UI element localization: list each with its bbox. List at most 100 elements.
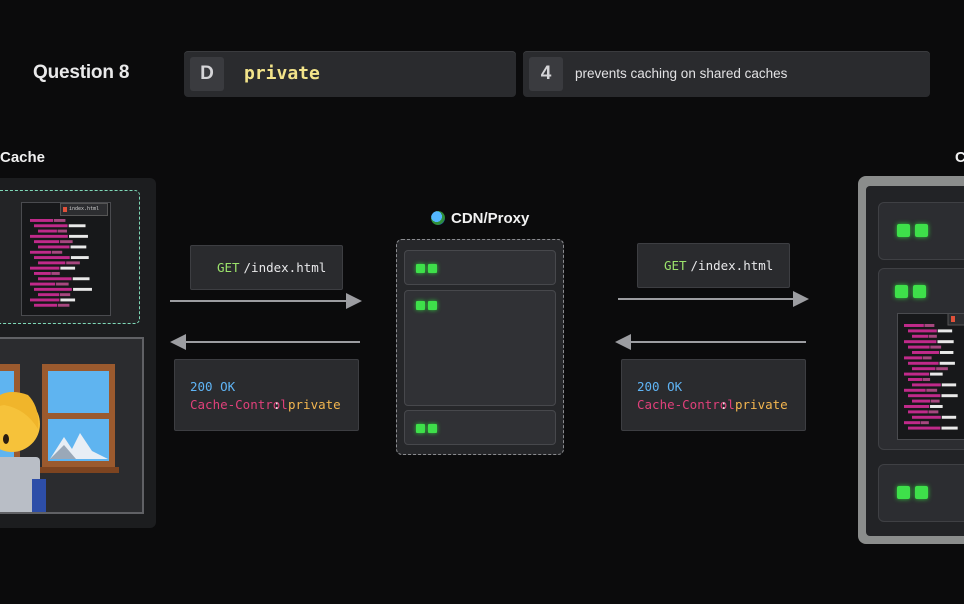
response-header-sep: :	[273, 397, 289, 412]
code-line	[34, 224, 68, 228]
code-line	[904, 421, 921, 425]
code-token	[72, 277, 90, 281]
answer-option[interactable]: D private	[184, 51, 516, 97]
server-slot	[878, 202, 964, 260]
request-path: /index.html	[683, 258, 774, 273]
code-line	[34, 240, 60, 244]
code-line	[908, 394, 941, 398]
code-token	[928, 334, 937, 338]
match-option[interactable]: 4 prevents caching on shared caches	[523, 51, 930, 97]
code-lines-illustration	[904, 312, 964, 430]
request-path: /index.html	[236, 260, 327, 275]
response-header-name: Cache-Control	[637, 397, 735, 412]
question-label: Question 8	[33, 62, 130, 83]
status-led	[915, 224, 928, 237]
status-led	[915, 486, 928, 499]
code-token	[926, 388, 938, 392]
code-token	[60, 298, 76, 302]
code-token	[939, 361, 955, 365]
code-line	[908, 410, 928, 414]
code-token	[56, 282, 69, 286]
answer-key: D	[190, 57, 224, 91]
code-line	[912, 383, 941, 387]
code-line	[38, 229, 57, 233]
cdn-title: CDN/Proxy	[451, 210, 530, 227]
code-token	[60, 266, 76, 270]
response-header-name: Cache-Control	[190, 397, 288, 412]
code-token	[59, 293, 71, 297]
status-led	[416, 424, 425, 433]
code-token	[937, 340, 954, 344]
code-token	[941, 426, 958, 430]
request-method: GET	[217, 260, 240, 275]
code-token	[930, 372, 943, 376]
response-status: 200 OK	[190, 379, 236, 394]
code-token	[60, 240, 73, 244]
cdn-slot	[404, 410, 556, 445]
response-box-right: 200 OK Cache-Control : private	[621, 359, 806, 431]
status-led	[895, 285, 908, 298]
code-token	[70, 256, 89, 260]
status-led	[416, 301, 425, 310]
code-token	[70, 245, 87, 249]
status-led	[428, 424, 437, 433]
code-token	[920, 421, 929, 425]
cdn-cache-slot	[404, 290, 556, 406]
code-line	[904, 356, 922, 360]
code-line	[30, 282, 56, 286]
code-token	[57, 229, 67, 233]
answer-value: private	[244, 63, 320, 84]
request-box-left: GET /index.html	[190, 245, 343, 290]
code-line	[912, 415, 941, 419]
code-line	[908, 378, 923, 381]
code-token	[941, 383, 957, 387]
code-line	[912, 351, 939, 354]
response-box-left: 200 OK Cache-Control : private	[174, 359, 359, 431]
status-led	[897, 224, 910, 237]
code-token	[51, 250, 63, 254]
code-token	[930, 345, 942, 349]
code-line	[912, 367, 936, 371]
code-line	[30, 298, 60, 302]
code-line	[904, 340, 937, 344]
request-box-right: GET /index.html	[637, 243, 790, 288]
code-token	[69, 234, 88, 238]
code-line	[30, 266, 60, 270]
cached-document	[21, 202, 111, 316]
code-line	[904, 405, 930, 408]
code-token	[73, 287, 92, 291]
code-token	[57, 303, 70, 307]
status-led	[428, 301, 437, 310]
request-method: GET	[664, 258, 687, 273]
status-led	[897, 486, 910, 499]
browser-cache-title: Cache	[0, 149, 46, 166]
code-token	[936, 367, 948, 371]
code-line	[30, 234, 68, 238]
code-line	[908, 426, 941, 430]
code-line	[34, 272, 51, 275]
origin-document	[897, 312, 964, 440]
code-line	[38, 293, 59, 297]
status-led	[913, 285, 926, 298]
code-line	[38, 245, 70, 249]
code-line	[34, 303, 58, 307]
room-scene	[0, 364, 119, 515]
match-description: prevents caching on shared caches	[575, 66, 788, 81]
response-header-sep: :	[720, 397, 736, 412]
server-slot	[878, 464, 964, 522]
window-illustration	[0, 337, 144, 515]
status-led	[428, 264, 437, 273]
match-number: 4	[529, 57, 563, 91]
code-token	[928, 410, 939, 414]
code-token	[51, 272, 60, 275]
code-token	[930, 399, 940, 403]
code-line	[30, 250, 51, 254]
code-token	[922, 356, 932, 360]
code-line	[912, 334, 929, 338]
response-status: 200 OK	[637, 379, 683, 394]
code-line	[904, 372, 930, 376]
cdn-server	[396, 239, 564, 455]
code-line	[904, 324, 924, 327]
code-token	[939, 351, 954, 354]
code-token	[941, 394, 958, 398]
